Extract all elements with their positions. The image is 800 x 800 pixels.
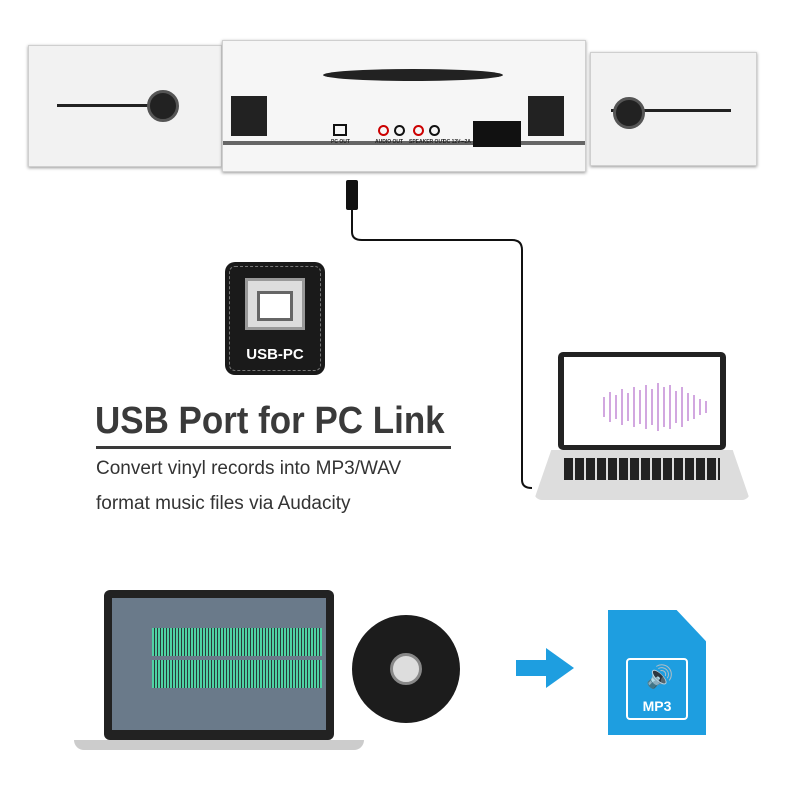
- usb-pc-badge: USB-PC: [225, 262, 325, 375]
- laptop-waveform: [104, 590, 334, 740]
- usb-b-port-icon: [245, 278, 305, 330]
- pc-out-label: PC OUT: [331, 139, 350, 145]
- arrow-right-icon: [516, 648, 574, 688]
- mp3-label: MP3: [642, 698, 672, 714]
- subtitle-line2: format music files via Audacity: [96, 493, 351, 514]
- subtitle-line1: Convert vinyl records into MP3/WAV: [96, 458, 402, 479]
- usb-pc-label: USB-PC: [246, 346, 304, 363]
- audio-out-label: AUDIO OUT: [375, 139, 404, 145]
- vinyl-disc: [352, 615, 460, 723]
- right-speaker: [590, 52, 757, 166]
- speaker-icon: 🔊: [646, 664, 674, 689]
- mp3-file-icon: 🔊 MP3: [608, 610, 706, 735]
- headline: USB Port for PC Link: [95, 400, 445, 442]
- speaker-out-label: SPEAKER OUT: [409, 139, 446, 145]
- turntable-back-panel: PC OUT AUDIO OUT SPEAKER OUT DC 12V⎓2A: [222, 40, 586, 172]
- left-speaker: [28, 45, 222, 167]
- dc-label: DC 12V⎓2A: [443, 139, 471, 145]
- headline-underline: [96, 446, 451, 449]
- laptop-audacity: [558, 352, 726, 450]
